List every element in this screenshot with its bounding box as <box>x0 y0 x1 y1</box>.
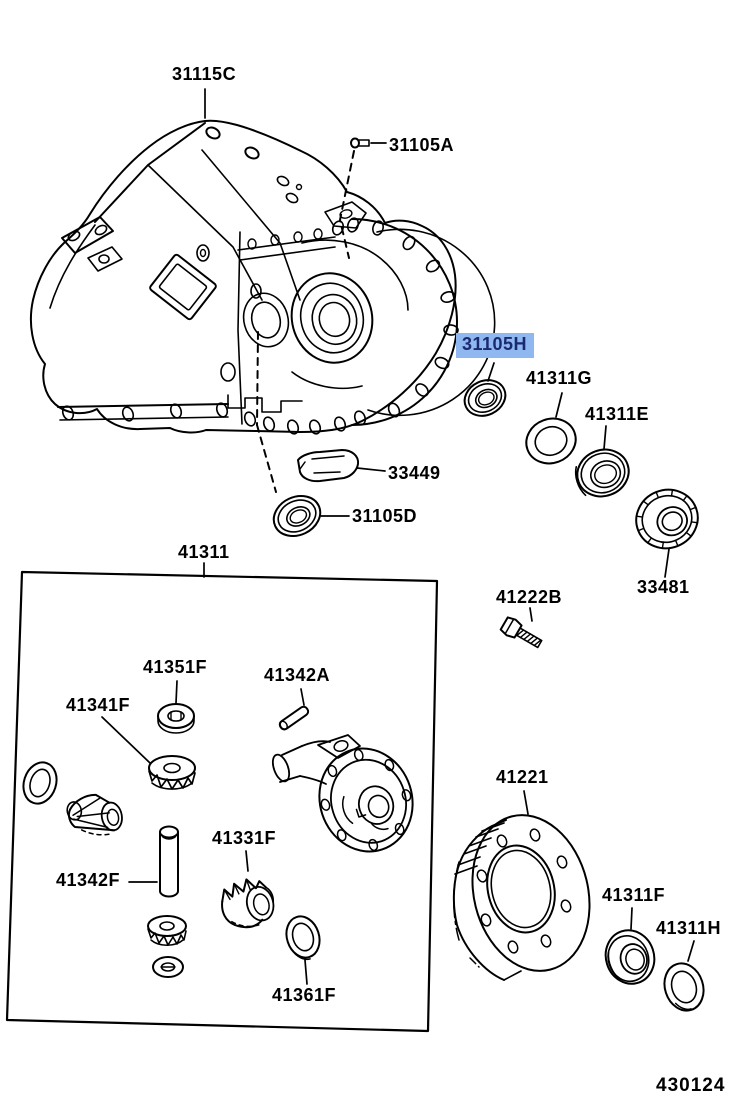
pin-41342a-drawing <box>278 705 310 731</box>
bearing-41311f-drawing <box>604 929 656 985</box>
transaxle-case-drawing <box>30 119 496 435</box>
spacer-41311h-drawing <box>663 962 705 1012</box>
lever-33449-drawing <box>297 449 360 483</box>
part-label-41311h[interactable]: 41311H <box>656 918 722 938</box>
part-label-41311[interactable]: 41311 <box>178 542 230 562</box>
part-label-41341f[interactable]: 41341F <box>66 695 131 715</box>
oring-drawing <box>22 761 58 805</box>
part-label-31105a[interactable]: 31105A <box>389 135 455 155</box>
bearing-33481-drawing <box>635 488 699 550</box>
part-label-33449[interactable]: 33449 <box>388 463 441 483</box>
seal-31105h-drawing <box>463 379 507 417</box>
part-label-33481[interactable]: 33481 <box>637 577 690 597</box>
leader-lines <box>101 88 695 985</box>
bolt-41222b-drawing <box>499 616 543 649</box>
side-gear-41341f-drawing <box>148 755 196 790</box>
part-label-41222b[interactable]: 41222B <box>496 587 563 607</box>
seal-31105d-drawing <box>272 495 322 537</box>
part-label-41331f[interactable]: 41331F <box>212 828 277 848</box>
race-41311e-drawing <box>574 448 630 498</box>
part-label-31115c[interactable]: 31115C <box>172 64 237 84</box>
part-label-41351f[interactable]: 41351F <box>143 657 208 677</box>
ring-gear-41221-drawing <box>452 814 591 981</box>
dashed-assembly-lines <box>256 150 355 493</box>
washer-41351f-drawing <box>157 703 195 734</box>
part-label-31105h-selected[interactable]: 31105H <box>456 333 535 358</box>
part-label-31105d[interactable]: 31105D <box>352 506 418 526</box>
part-label-41342a[interactable]: 41342A <box>264 665 331 685</box>
part-label-41311f[interactable]: 41311F <box>602 885 666 905</box>
part-label-41311g[interactable]: 41311G <box>526 368 593 388</box>
part-label-41221[interactable]: 41221 <box>496 767 549 787</box>
lower-bevel-gear-drawing <box>147 915 187 946</box>
shaft-41342f-drawing <box>159 825 179 898</box>
spider-pinion-drawing <box>66 793 123 836</box>
part-label-41311e[interactable]: 41311E <box>585 404 650 424</box>
kit-box-41311 <box>5 570 439 1033</box>
plug-31105a-drawing <box>350 137 370 149</box>
part-label-41342f[interactable]: 41342F <box>56 870 121 890</box>
diagram-code: 430124 <box>656 1075 726 1096</box>
washer-41361f-drawing <box>285 915 321 961</box>
ring-41311g-drawing <box>525 417 577 465</box>
differential-case-drawing <box>271 734 414 853</box>
part-label-41361f[interactable]: 41361F <box>272 985 337 1005</box>
thrust-washer-drawing <box>152 956 184 978</box>
pinion-gear-41331f-drawing <box>221 878 275 929</box>
